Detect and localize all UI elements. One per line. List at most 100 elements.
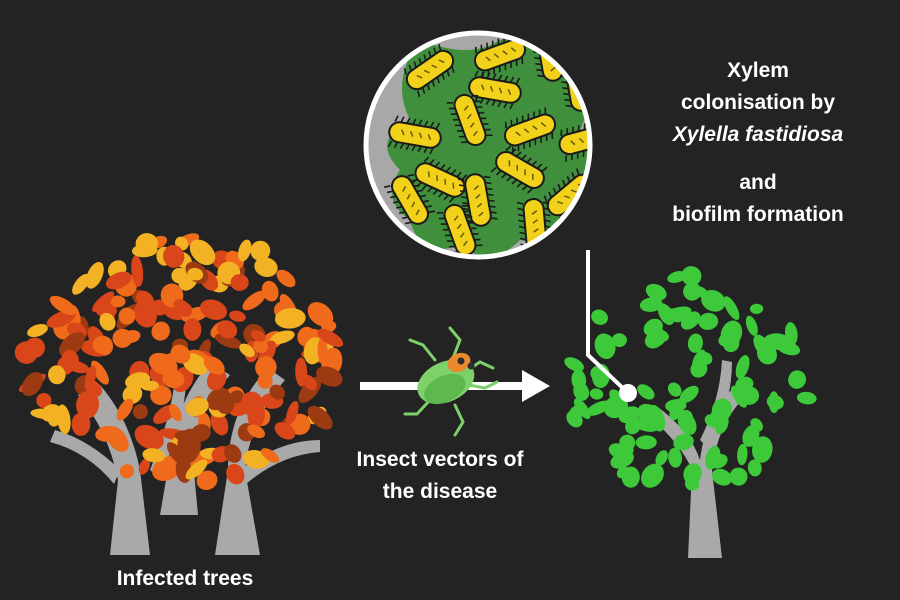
infected-leaf	[302, 374, 318, 391]
healthy-leaf	[753, 334, 771, 357]
healthy-leaf	[591, 309, 608, 325]
healthy-leaf	[594, 333, 616, 359]
infected-leaf	[183, 318, 202, 341]
infected-leaf	[99, 312, 116, 331]
healthy-leaf	[766, 394, 784, 410]
infected-leaf	[261, 280, 279, 302]
bacterium	[457, 173, 498, 227]
bacterium	[436, 203, 483, 255]
bacterium	[503, 107, 557, 154]
infected-leaf	[134, 424, 164, 450]
infected-leaf	[307, 405, 333, 430]
infected-leaf	[49, 295, 77, 315]
insect-label-line-1: Insect vectors of	[357, 448, 525, 471]
healthy-leaf	[611, 333, 627, 348]
healthy-leaf	[750, 418, 763, 432]
healthy-leaf	[616, 466, 629, 479]
infected-leaf	[72, 273, 90, 295]
healthy-leaf	[625, 417, 641, 435]
infected-leaf	[116, 398, 134, 421]
healthy-leaf	[701, 289, 726, 312]
infected-leaf	[85, 365, 97, 387]
infected-leaf	[214, 333, 242, 349]
healthy-leaf	[749, 303, 764, 314]
infected-leaf	[260, 448, 280, 463]
infected-leaf	[170, 344, 191, 364]
infected-leaf	[215, 391, 235, 415]
infected-leaf	[239, 343, 255, 358]
infected-leaf	[119, 464, 135, 479]
infected-leaf	[14, 341, 38, 364]
healthy-leaf	[667, 382, 682, 397]
infected-leaf	[285, 400, 299, 425]
infected-leaf	[224, 444, 242, 463]
infected-leaf	[247, 424, 266, 439]
healthy-leaf	[690, 360, 708, 378]
healthy-leaf	[729, 467, 748, 486]
infected-leaf	[163, 244, 185, 268]
infected-leaf	[274, 308, 306, 329]
infected-leaf	[152, 456, 183, 482]
infected-leaf	[173, 299, 192, 317]
infected-leaf	[132, 404, 148, 420]
caption-species: Xylella fastidiosa	[672, 123, 844, 146]
infected-leaf	[217, 320, 238, 339]
healthy-leaf	[673, 433, 694, 451]
healthy-leaf	[619, 434, 636, 451]
infected-leaf	[185, 459, 208, 480]
healthy-leaf	[711, 398, 733, 422]
infected-foliage	[14, 233, 344, 491]
healthy-leaf	[669, 398, 684, 421]
infected-leaf	[92, 291, 115, 312]
infected-leaf	[109, 295, 126, 308]
healthy-leaf	[610, 451, 634, 469]
caption-line-2: colonisation by	[681, 91, 835, 114]
healthy-leaf	[637, 384, 655, 400]
infected-leaf	[317, 338, 329, 365]
infected-leaf	[274, 422, 296, 440]
infected-leaf	[148, 352, 178, 376]
healthy-leaf	[735, 355, 750, 379]
infected-leaf	[59, 332, 85, 357]
infected-leaf	[150, 385, 172, 406]
infected-leaf	[230, 274, 249, 291]
healthy-leaf	[679, 385, 699, 403]
healthy-leaf	[683, 463, 702, 485]
zoom-connector	[586, 250, 637, 402]
infected-leaf	[250, 329, 266, 342]
healthy-leaf	[649, 329, 667, 347]
infected-leaf	[151, 321, 170, 341]
healthy-leaf	[635, 435, 657, 450]
healthy-leaf	[745, 315, 758, 336]
infected-leaf	[276, 269, 296, 288]
infected-leaf	[269, 384, 285, 400]
infected-leaf	[187, 267, 204, 281]
infected-leaf	[255, 356, 277, 379]
bacterium	[467, 70, 522, 110]
infected-leaf	[229, 310, 246, 322]
healthy-leaf	[705, 445, 721, 470]
infected-leaf	[249, 401, 265, 414]
healthy-leaf	[641, 463, 664, 488]
infected-leaf	[27, 323, 48, 338]
infected-leaf	[133, 301, 157, 328]
caption-line-1: Xylem	[727, 59, 789, 82]
healthy-foliage	[564, 266, 817, 491]
healthy-leaf	[586, 400, 612, 416]
infected-leaf	[125, 372, 151, 390]
arrow-head	[522, 370, 550, 402]
healthy-leaf	[564, 357, 584, 372]
bacterium	[446, 93, 493, 147]
healthy-leaf	[687, 333, 703, 353]
biofilm	[387, 37, 588, 255]
infected-leaf	[168, 403, 182, 422]
healthy-leaf	[571, 369, 587, 391]
healthy-leaf	[589, 388, 604, 400]
infected-leaf	[118, 307, 136, 325]
infected-leaf	[138, 458, 151, 475]
healthy-leaf	[681, 266, 702, 286]
healthy-leaf	[711, 468, 732, 486]
infected-leaf	[131, 255, 144, 287]
healthy-leaf	[796, 391, 817, 405]
